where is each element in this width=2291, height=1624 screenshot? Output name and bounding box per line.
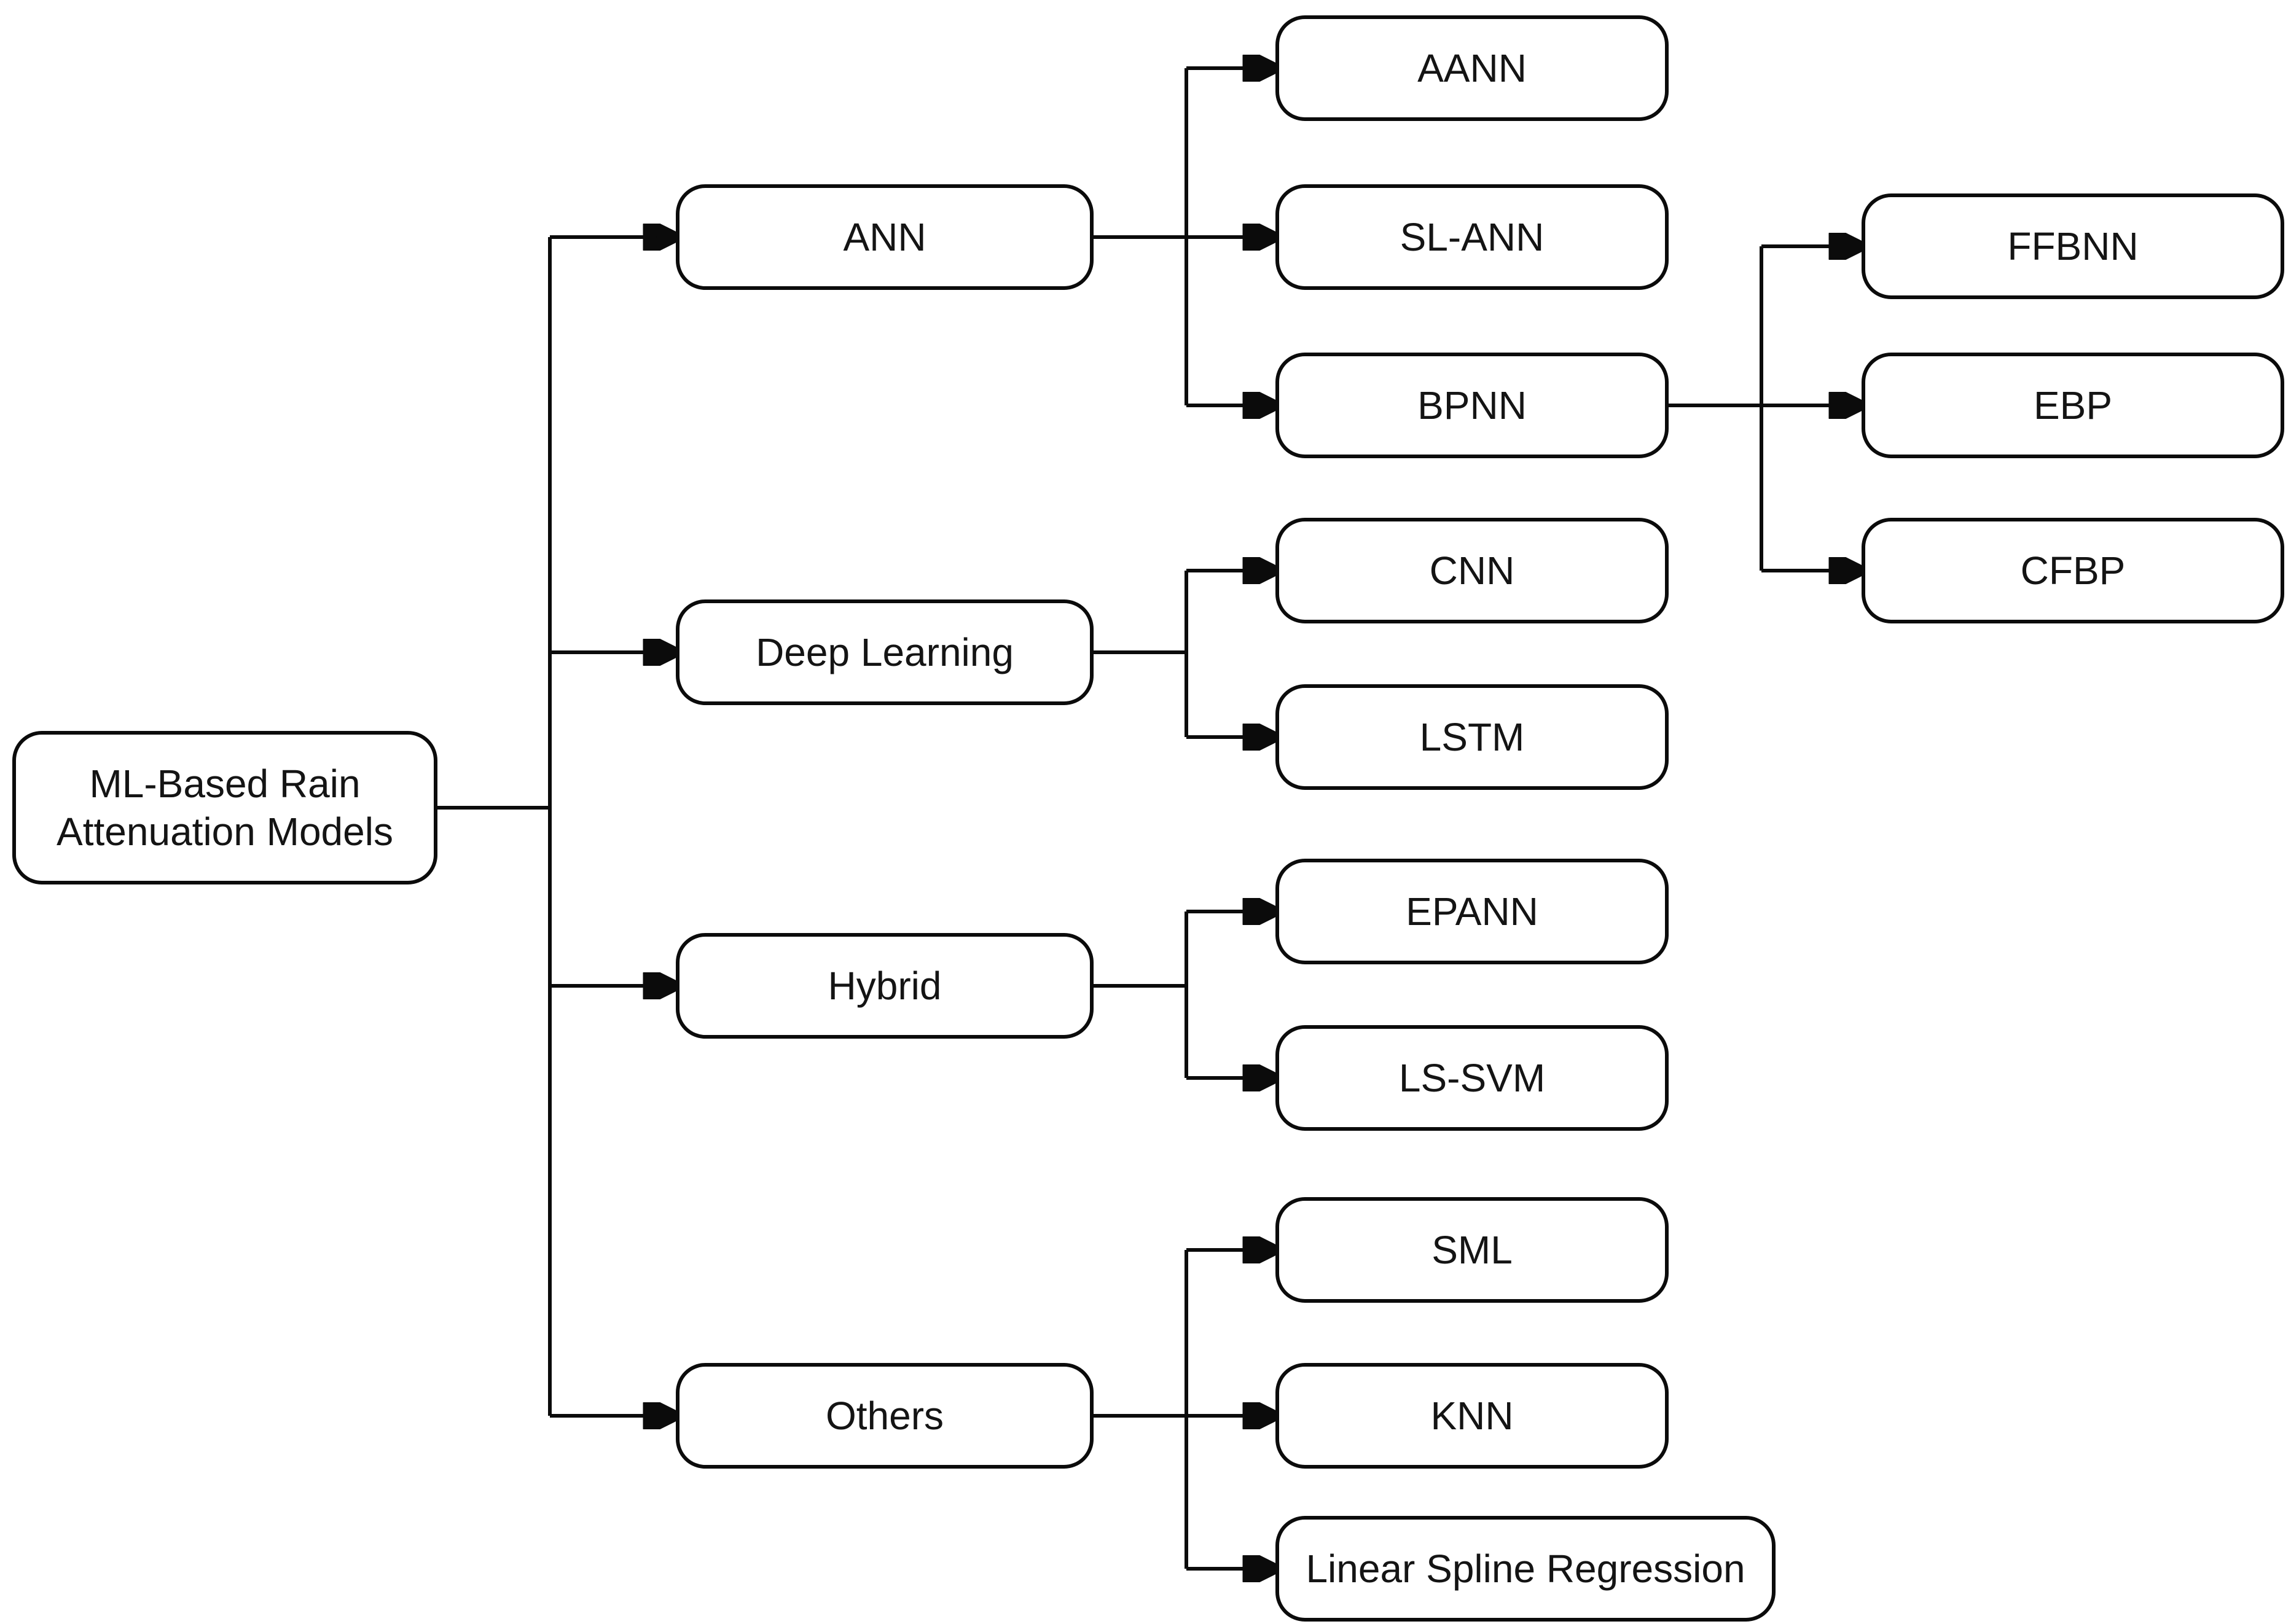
node-bpnn: BPNN [1275, 353, 1669, 458]
node-ebp: EBP [1862, 353, 2284, 458]
node-lstm: LSTM [1275, 684, 1669, 790]
node-deep-learning: Deep Learning [676, 599, 1094, 705]
node-ls-svm: LS-SVM [1275, 1025, 1669, 1131]
node-cnn: CNN [1275, 518, 1669, 623]
node-knn: KNN [1275, 1363, 1669, 1469]
node-aann: AANN [1275, 15, 1669, 121]
node-linear-spline-regression: Linear Spline Regression [1275, 1516, 1776, 1622]
node-hybrid: Hybrid [676, 933, 1094, 1039]
node-sl-ann: SL-ANN [1275, 184, 1669, 290]
node-sml: SML [1275, 1197, 1669, 1303]
node-others: Others [676, 1363, 1094, 1469]
node-cfbp: CFBP [1862, 518, 2284, 623]
node-ann: ANN [676, 184, 1094, 290]
node-ml-based-rain-attenuation-models: ML-Based Rain Attenuation Models [12, 731, 437, 884]
node-epann: EPANN [1275, 859, 1669, 964]
node-ffbnn: FFBNN [1862, 193, 2284, 299]
